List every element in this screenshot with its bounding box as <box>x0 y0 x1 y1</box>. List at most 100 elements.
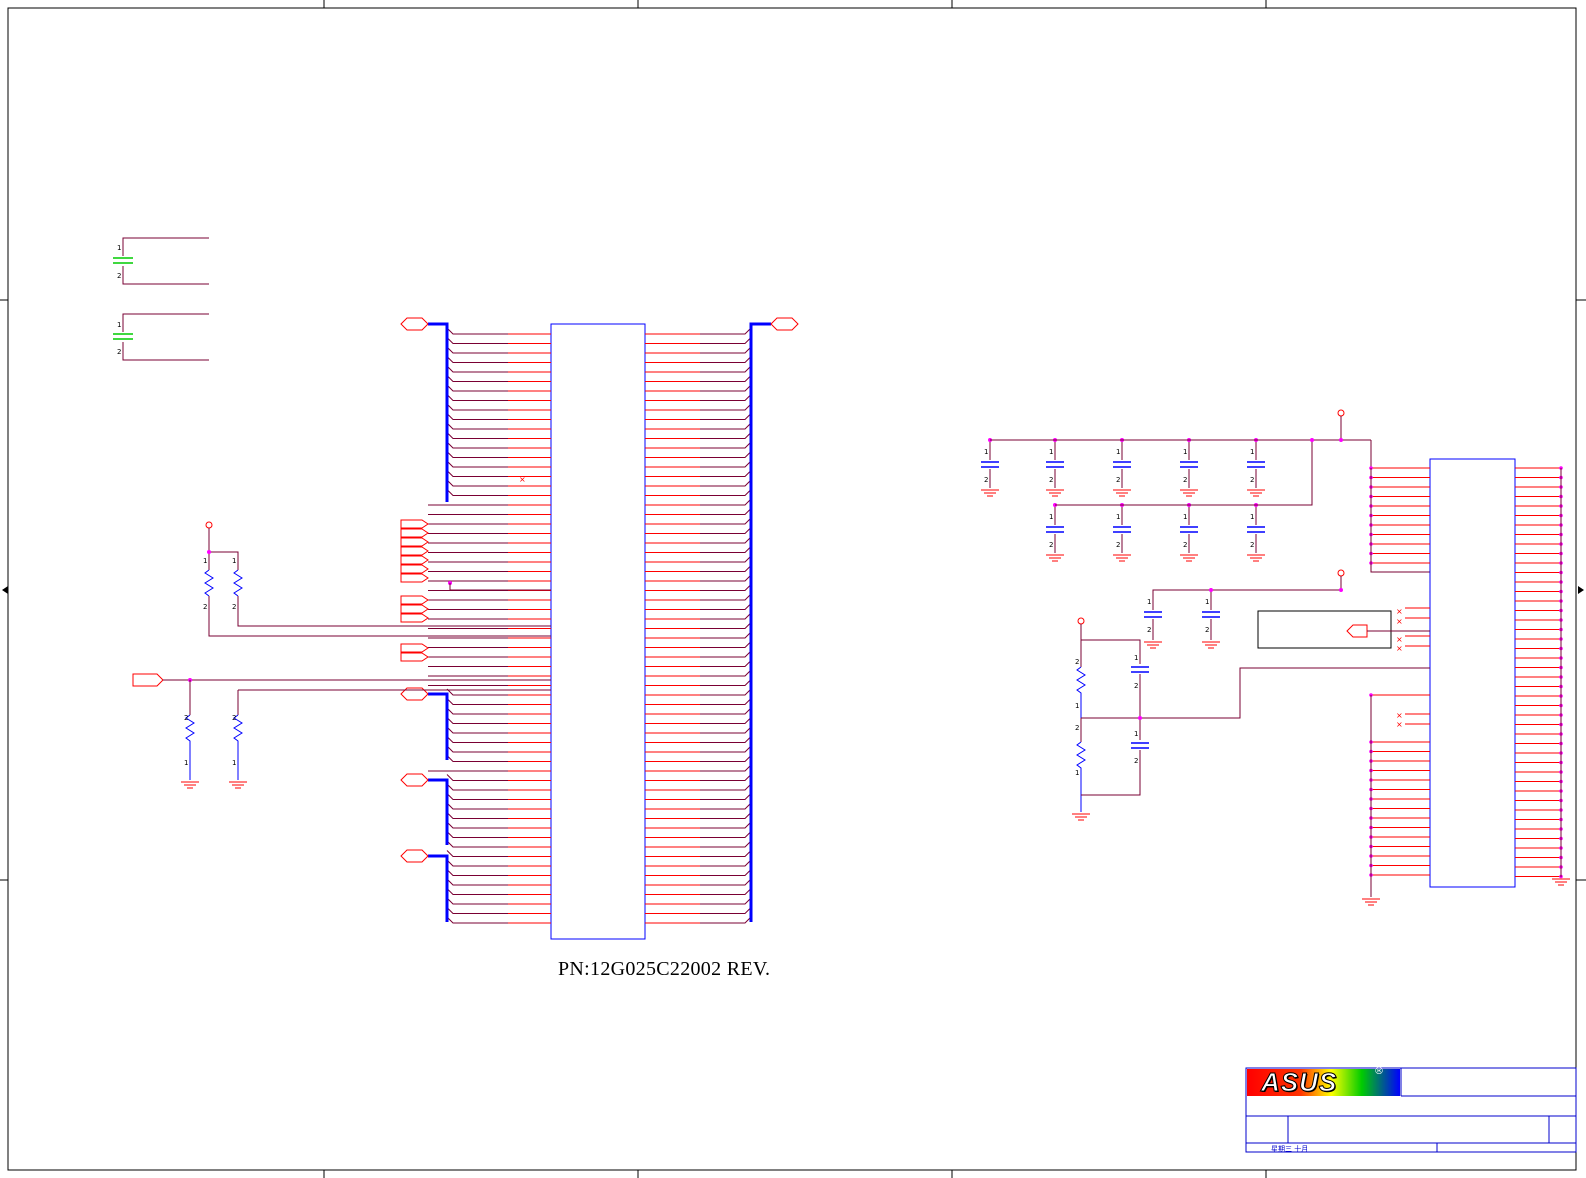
pin-label-2: 2 <box>1147 626 1151 634</box>
part-number-label: PN:12G025C22002 REV. <box>558 958 771 980</box>
pin-wire <box>700 546 752 553</box>
pin-label-1: 1 <box>117 321 121 329</box>
signal-port <box>400 573 429 583</box>
pulldown-pin-labels: 2 1 2 1 <box>184 714 236 767</box>
no-connect-marker: × <box>1396 644 1403 653</box>
pin-label-1: 1 <box>1134 730 1138 738</box>
pin-label-1: 1 <box>1250 513 1254 521</box>
right-ic-ground-rails <box>1370 468 1562 897</box>
pin-wire <box>700 631 752 639</box>
pin-wire <box>446 802 508 810</box>
cap-green-pin-labels: 1 2 1 2 <box>117 244 121 356</box>
pin-label-2: 2 <box>1134 757 1138 765</box>
pin-wire <box>446 489 508 496</box>
no-connect-marker: × <box>1396 617 1403 626</box>
pin-label-1: 1 <box>1183 448 1187 456</box>
asus-logo: ASUS <box>1260 1067 1338 1098</box>
pin-wire <box>446 897 508 905</box>
pin-wire <box>700 622 752 629</box>
pin-wire <box>700 337 752 344</box>
pin-wire <box>446 327 508 335</box>
pin-label-2: 2 <box>1183 541 1187 549</box>
pin-wire <box>700 432 752 439</box>
pin-wire <box>700 356 752 363</box>
pin-wire <box>700 707 752 715</box>
signal-port <box>400 555 429 565</box>
pin-wire <box>700 375 752 382</box>
pin-label-1: 1 <box>1183 513 1187 521</box>
pin-wire <box>446 774 508 781</box>
title-block <box>1245 1067 1577 1153</box>
pin-label-2: 2 <box>1183 476 1187 484</box>
pin-wire <box>446 384 508 392</box>
pin-wire <box>700 764 752 772</box>
pin-wire <box>446 726 508 734</box>
pin-wire <box>446 365 508 373</box>
pin-label-2: 2 <box>1134 682 1138 690</box>
mid-caps <box>1144 569 1345 640</box>
pin-wire <box>446 878 508 886</box>
pin-wire <box>700 384 752 392</box>
capacitor-green-top <box>113 237 209 285</box>
pullup-pin-labels: 1 2 1 2 <box>203 557 236 611</box>
pin-label-1: 1 <box>984 448 988 456</box>
no-connect-markers-right: × × × × × × × <box>519 475 1403 729</box>
pin-label-2: 2 <box>1205 626 1209 634</box>
main-connector-right-pins <box>645 327 752 924</box>
title-block-date: 星期三 十月 <box>1271 1145 1309 1153</box>
pin-wire <box>700 679 752 686</box>
pin-wire <box>700 527 752 534</box>
no-connect-marker: × <box>1396 607 1403 616</box>
signal-port <box>400 528 429 538</box>
signal-port <box>400 613 429 623</box>
pin-wire <box>700 812 752 819</box>
rc-pin-labels: 2 1 2 1 1 2 1 2 <box>1075 654 1138 777</box>
pin-wire <box>700 422 752 430</box>
pin-wire <box>446 451 508 458</box>
bus-port-top-right <box>770 317 799 331</box>
pin-wire <box>700 698 752 705</box>
pin-label-1: 1 <box>1205 598 1209 606</box>
pin-label-1: 1 <box>1049 513 1053 521</box>
pin-wire <box>446 831 508 838</box>
pin-wire <box>700 574 752 582</box>
pin-label-2: 2 <box>1049 541 1053 549</box>
pin-wire <box>700 650 752 658</box>
pin-wire <box>446 783 508 791</box>
pin-wire <box>700 327 752 335</box>
pin-wire <box>700 821 752 829</box>
pin-wire <box>446 745 508 753</box>
pin-wire <box>446 850 508 857</box>
pin-wire <box>446 441 508 449</box>
pin-wire <box>700 840 752 848</box>
pin-wire <box>446 840 508 848</box>
bus-port-top-left <box>400 317 429 331</box>
pin-wire <box>446 432 508 439</box>
pin-label-2: 2 <box>1049 476 1053 484</box>
pin-wire <box>700 603 752 610</box>
pin-wire <box>446 422 508 430</box>
signal-port <box>400 564 429 574</box>
pin-label-2: 2 <box>1116 541 1120 549</box>
pin-wire <box>446 793 508 800</box>
signal-port <box>400 546 429 556</box>
pin-wire <box>446 717 508 724</box>
pin-wire <box>700 831 752 838</box>
pin-wire <box>700 783 752 791</box>
pin-wire <box>700 641 752 648</box>
connector-main-body <box>550 323 646 940</box>
pin-wire <box>700 736 752 743</box>
pin-wire <box>446 736 508 743</box>
no-connect-marker: × <box>519 475 526 484</box>
pin-wire <box>700 688 752 696</box>
pin-label-1: 1 <box>203 557 207 565</box>
pin-label-2: 2 <box>184 714 188 722</box>
pin-wire <box>446 394 508 401</box>
pin-wire <box>700 394 752 401</box>
pin-label-2: 2 <box>117 272 121 280</box>
ground-symbol-rc <box>1072 813 1090 821</box>
asus-logo-background <box>1247 1069 1400 1096</box>
pin-wire <box>700 859 752 867</box>
pin-wire <box>700 536 752 544</box>
